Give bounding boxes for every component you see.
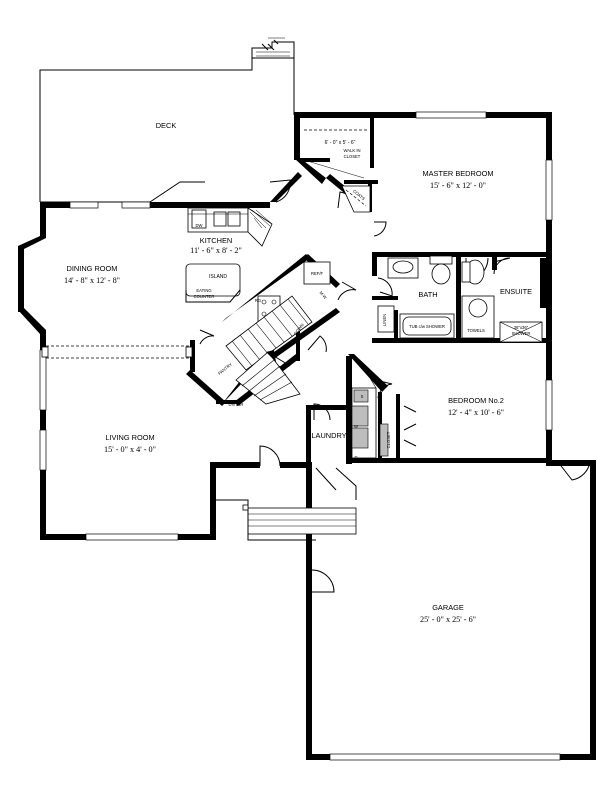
pantry-label: PANTRY <box>217 362 233 376</box>
closet-dims: 6' - 0" x 5' - 6" <box>325 140 356 146</box>
dining-room-label: DINING ROOM <box>67 264 118 273</box>
deck-outline <box>39 37 295 203</box>
garage-dims: 25' - 0" x 25' - 6" <box>420 615 476 624</box>
living-room-dims: 15' - 0" x 4' - 0" <box>104 445 156 454</box>
windows <box>18 111 561 761</box>
kitchen-dims: 11' - 6" x 8' - 2" <box>190 246 242 255</box>
towels-label: TOWELS <box>467 328 485 333</box>
kitchen-fixtures <box>185 207 331 323</box>
linen-label: LINEN <box>382 314 387 326</box>
laundry-label: LAUNDRY <box>311 431 346 440</box>
bedroom2-dims: 12' - 4" x 10' - 6" <box>448 408 504 417</box>
sink-label: S <box>361 394 364 399</box>
bath-label: BATH <box>418 290 437 299</box>
ref-label: REF/F <box>311 271 324 276</box>
room-labels: DECK 6' - 0" x 5' - 6" WALK IN CLOSET MA… <box>64 121 532 624</box>
garage-label: GARAGE <box>432 603 464 612</box>
shower-size-label: 36"x36" <box>514 325 529 330</box>
range-label: RG <box>255 298 261 303</box>
closet-name-1: WALK IN <box>343 148 360 153</box>
laundry-fixtures <box>351 367 389 459</box>
deck-label: DECK <box>156 121 177 130</box>
kitchen-label: KITCHEN <box>200 236 232 245</box>
coat-closet <box>303 129 371 213</box>
stairs <box>216 295 357 541</box>
eating-counter-label-1: EATING <box>196 288 211 293</box>
washer-label: W <box>354 424 358 429</box>
dw-label: DW <box>196 223 203 228</box>
island-label: ISLAND <box>209 274 227 280</box>
eating-counter-label-2: COUNTER <box>194 294 215 299</box>
ensuite-label: ENSUITE <box>500 287 532 296</box>
bedroom2-closet-label: CLOSET <box>386 431 391 448</box>
shower-label: SHOWER <box>512 331 531 336</box>
dining-room-dims: 14' - 8" x 12' - 8" <box>64 276 120 285</box>
living-room-label: LIVING ROOM <box>105 433 154 442</box>
bedroom2-label: BEDROOM No.2 <box>448 396 504 405</box>
tub-shower-label: TUB c/w SHOWER <box>409 324 445 329</box>
master-bedroom-label: MASTER BEDROOM <box>422 169 493 178</box>
door-swings <box>199 179 591 593</box>
bath-fixtures <box>377 255 543 343</box>
mw-label: M.W <box>318 290 327 300</box>
down-stairs-label: DN 14R <box>229 402 244 407</box>
dryer-label: D <box>354 455 357 460</box>
beam-line <box>41 345 193 359</box>
master-bedroom-dims: 15' - 6" x 12' - 0" <box>430 181 486 190</box>
closet-name-2: CLOSET <box>344 154 361 159</box>
